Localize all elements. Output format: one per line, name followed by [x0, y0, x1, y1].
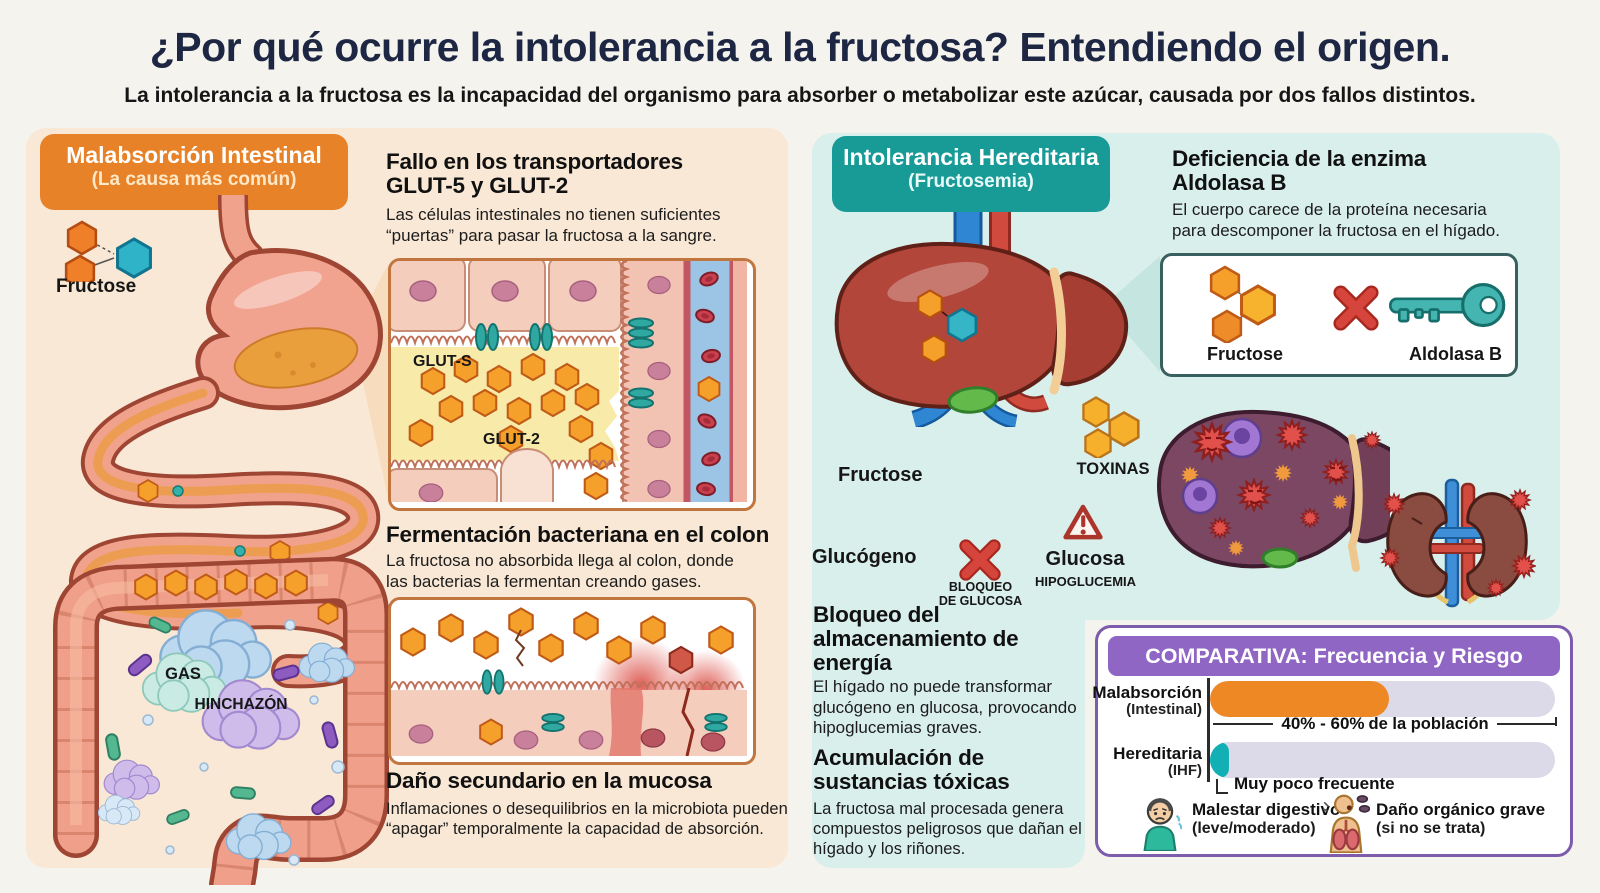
section-glut-heading: Fallo en los transportadores GLUT-5 y GL…	[386, 149, 683, 199]
comparison-axis	[1207, 678, 1210, 782]
kidneys-illustration	[1380, 478, 1536, 608]
x-mark-icon	[1333, 285, 1379, 331]
annotation-line-left	[1213, 723, 1274, 725]
section-aldolase-body: El cuerpo carece de la proteína necesari…	[1172, 200, 1500, 240]
row1-label-bold: Malabsorción	[1092, 683, 1202, 702]
glucose-block-line1: BLOQUEO	[948, 580, 1013, 594]
comparison-panel: COMPARATIVA: Frecuencia y Riesgo	[1095, 625, 1573, 857]
bloating-label: HINCHAZÓN	[194, 696, 288, 713]
section-glut-body: Las células intestinales no tienen sufic…	[386, 205, 721, 245]
left-panel-title: Malabsorción Intestinal	[66, 142, 322, 168]
row2-label-sub: (IHF)	[1167, 762, 1202, 780]
annotation-line-right	[1496, 717, 1558, 726]
legend1-rest: (leve/moderado)	[1192, 819, 1316, 837]
comparison-bar-track-2	[1210, 742, 1555, 778]
mucosa-damage-diagram	[388, 597, 756, 765]
comparison-bar-malabsorption	[1210, 681, 1390, 717]
fructose-molecule-icon	[64, 220, 152, 282]
healthy-liver-illustration	[834, 212, 1129, 427]
legend-organ-damage: Daño orgánico grave (si no se trata)	[1376, 800, 1545, 838]
toxins-label: TOXINAS	[1076, 460, 1150, 478]
legend1-bold: Malestar digestivo	[1192, 800, 1341, 819]
comparison-annotation-2: Muy poco frecuente	[1216, 774, 1395, 794]
digestive-tract-illustration	[53, 195, 389, 885]
toxins-molecule-icon	[1082, 396, 1140, 458]
key-icon	[1389, 282, 1506, 328]
box-aldolase-label: Aldolasa B	[1408, 344, 1503, 364]
annotation-bold: 40% - 60%	[1281, 714, 1365, 733]
digestive-discomfort-person-icon	[1143, 798, 1182, 851]
annotation-rest: de la población	[1368, 714, 1489, 733]
comparison-row1-label: Malabsorción (Intestinal)	[1092, 683, 1202, 719]
fructose-molecule-box-icon	[1209, 265, 1276, 343]
row2-label-bold: Hereditaria	[1113, 744, 1202, 763]
glut-cell-diagram: GLUT-S GLUT-2	[388, 258, 756, 511]
section-toxic-heading: Acumulación de sustancias tóxicas	[813, 745, 1010, 795]
glucose-block-x-icon	[959, 539, 1001, 581]
page-subtitle: La intolerancia a la fructosa es la inca…	[124, 84, 1476, 107]
hypoglycemia-label: HIPOGLUCEMIA	[1034, 574, 1137, 589]
legend-digestive: Malestar digestivo (leve/moderado)	[1192, 800, 1340, 838]
left-panel-subtitle: (La causa más común)	[91, 169, 297, 190]
section-energy-block-heading: Bloqueo del almacenamiento de energía	[813, 602, 1019, 676]
zoom-wedge-right	[1103, 256, 1160, 372]
section-aldolase-heading: Deficiencia de la enzima Aldolasa B	[1172, 146, 1427, 196]
comparison-annotation-1: 40% - 60% de la población	[1213, 712, 1558, 736]
page-title: ¿Por qué ocurre la intolerancia a la fru…	[149, 24, 1451, 70]
section-fermentation-heading: Fermentación bacteriana en el colon	[386, 522, 770, 547]
comparison-row2-label: Hereditaria (IHF)	[1092, 744, 1202, 780]
section-fermentation-body: La fructosa no absorbida llega al colon,…	[386, 551, 734, 591]
bracket-icon	[1216, 779, 1228, 794]
glut2-label: GLUT-2	[483, 431, 540, 448]
right-panel-title: Intolerancia Hereditaria	[843, 144, 1099, 170]
section-energy-block-body: El hígado no puede transformar glucógeno…	[813, 677, 1077, 738]
section-toxic-body: La fructosa mal procesada genera compues…	[813, 800, 1082, 859]
comparison-bar-hereditary	[1210, 742, 1229, 778]
glucose-block-line2: DE GLUCOSA	[938, 594, 1023, 609]
box-fructose-label: Fructose	[1206, 344, 1284, 364]
section-mucosa-heading: Daño secundario en la mucosa	[386, 768, 712, 793]
glut5-label: GLUT-S	[413, 353, 472, 370]
glucose-block-label: BLOQUEO DE GLUCOSA	[928, 580, 1033, 609]
right-panel-subtitle: (Fructosemia)	[908, 171, 1034, 192]
section-mucosa-body: Inflamaciones o desequilibrios en la mic…	[386, 800, 788, 839]
left-panel-header: Malabsorción Intestinal (La causa más co…	[40, 134, 348, 210]
damaged-liver-illustration	[1157, 409, 1390, 572]
comparison-title: COMPARATIVA: Frecuencia y Riesgo	[1108, 636, 1560, 676]
gas-label: GAS	[165, 665, 201, 683]
warning-triangle-icon	[1063, 504, 1103, 540]
legend2-bold: Daño orgánico grave	[1376, 800, 1546, 819]
glucose-label: Glucosa	[1045, 548, 1125, 570]
right-panel-header: Intolerancia Hereditaria (Fructosemia)	[832, 136, 1110, 212]
annotation2-text: Muy poco frecuente	[1234, 774, 1395, 793]
row1-label-sub: (Intestinal)	[1126, 701, 1202, 719]
comparison-bar-track-1	[1210, 681, 1555, 717]
glycogen-label: Glucógeno	[812, 546, 917, 568]
organ-damage-body-icon	[1322, 794, 1370, 853]
fructose-label-left: Fructose	[56, 276, 137, 297]
legend2-rest: (si no se trata)	[1376, 819, 1486, 837]
fructose-label-right: Fructose	[838, 464, 923, 486]
